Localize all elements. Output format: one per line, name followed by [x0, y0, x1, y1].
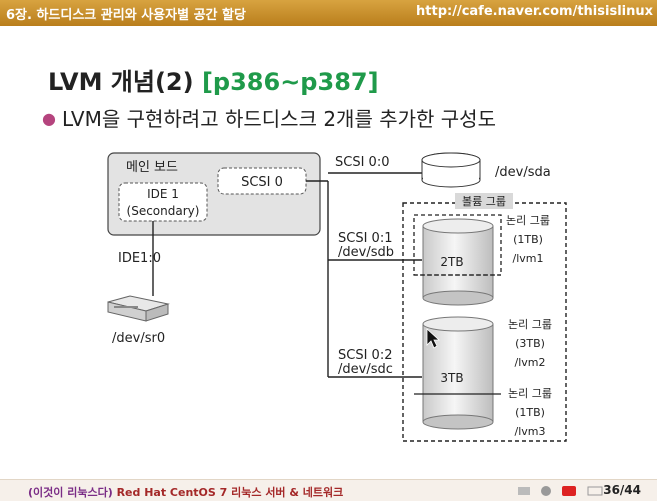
lv3-size: (1TB) — [515, 406, 545, 419]
sdc-label: /dev/sdc — [338, 362, 393, 377]
hd-badge-icon[interactable] — [562, 486, 576, 496]
settings-gear-icon[interactable] — [541, 486, 551, 496]
captions-icon[interactable] — [518, 487, 530, 495]
sdb-label: /dev/sdb — [338, 245, 394, 260]
volume-group-tag — [455, 193, 513, 209]
cafe-url[interactable]: http://cafe.naver.com/thisislinux — [416, 4, 653, 19]
scsi02-label: SCSI 0:2 — [338, 348, 392, 363]
ide-connector-label: IDE1:0 — [118, 251, 161, 266]
bullet-dot-icon: ● — [42, 109, 56, 128]
slide-title-pages: [p386~p387] — [201, 68, 379, 96]
scsi0-label: SCSI 0 — [241, 175, 283, 190]
video-controls — [518, 486, 603, 496]
bullet-point: ● LVM을 구현하려고 하드디스크 2개를 추가한 구성도 — [42, 103, 496, 132]
chapter-title: 6장. 하드디스크 관리와 사용자별 공간 할당 — [6, 8, 246, 23]
slide-title-main: LVM 개념(2) — [48, 68, 202, 96]
scsi01-label: SCSI 0:1 — [338, 231, 392, 246]
sdb-disk-icon — [422, 218, 494, 306]
bullet-text: LVM을 구현하려고 하드디스크 2개를 추가한 구성도 — [61, 107, 496, 131]
sdb-size-label: 2TB — [440, 255, 463, 269]
header-bar: 6장. 하드디스크 관리와 사용자별 공간 할당 http://cafe.nav… — [0, 0, 657, 26]
sda-device-label: /dev/sda — [495, 165, 551, 180]
scsi00-label: SCSI 0:0 — [335, 155, 389, 170]
lv1-size: (1TB) — [513, 233, 543, 246]
book-prefix: (이것이 리눅스다) — [28, 486, 113, 499]
sdc-size-label: 3TB — [440, 371, 463, 385]
book-title: (이것이 리눅스다) Red Hat CentOS 7 리눅스 서버 & 네트워… — [28, 484, 343, 500]
lv2-label: 논리 그룹 — [508, 318, 552, 331]
lv2-size: (3TB) — [515, 337, 545, 350]
cdrom-device-label: /dev/sr0 — [112, 331, 165, 346]
cdrom-drive-icon — [107, 295, 170, 322]
volume-group-box — [402, 202, 567, 442]
sda-disk-icon — [421, 152, 481, 188]
ide1-secondary-label: (Secondary) — [127, 204, 200, 218]
lv3-name: /lvm3 — [515, 425, 546, 438]
volume-group-label: 볼륨 그룹 — [462, 195, 506, 208]
mainboard-label: 메인 보드 — [126, 160, 178, 175]
mouse-cursor-icon — [426, 328, 441, 349]
lv1-name: /lvm1 — [513, 252, 544, 265]
lvm-diagram: 메인 보드 IDE 1 (Secondary) SCSI 0 IDE1:0 /d… — [107, 152, 567, 442]
page-number: 36/44 — [603, 483, 641, 497]
lv2-name: /lvm2 — [515, 356, 546, 369]
lv1-label: 논리 그룹 — [506, 214, 550, 227]
book-title-rest: Red Hat CentOS 7 리눅스 서버 & 네트워크 — [112, 486, 344, 499]
fullscreen-icon[interactable] — [587, 486, 603, 496]
lv3-label: 논리 그룹 — [508, 387, 552, 400]
ide1-label: IDE 1 — [147, 187, 179, 201]
ide1-box — [118, 182, 208, 222]
footer-bar: (이것이 리눅스다) Red Hat CentOS 7 리눅스 서버 & 네트워… — [0, 479, 657, 501]
slide-title: LVM 개념(2) [p386~p387] — [48, 62, 379, 97]
